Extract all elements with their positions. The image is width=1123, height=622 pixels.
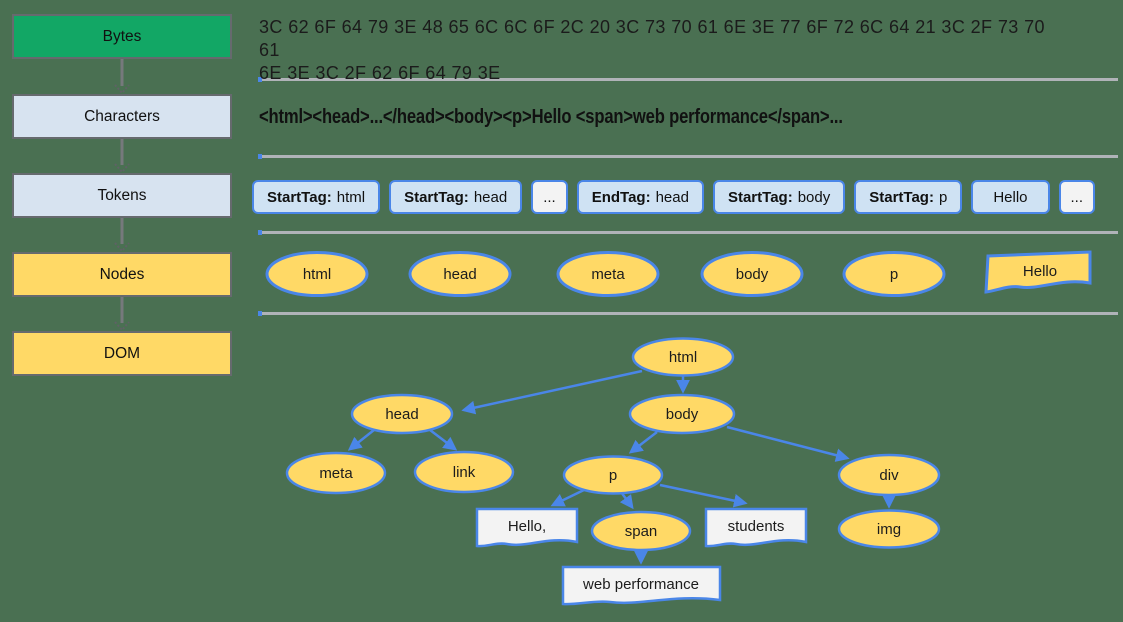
node-ellipse-body — [700, 251, 804, 297]
node-ellipse-html — [265, 251, 369, 297]
node-label-meta: meta — [591, 266, 625, 283]
pipeline-down-arrows — [114, 59, 130, 332]
node-ellipse-meta — [556, 251, 660, 297]
node-label-head: head — [443, 266, 476, 283]
token-hello: Hello — [971, 180, 1050, 214]
dom-node-img — [837, 509, 941, 549]
dom-tree: html head body meta link p div span img … — [285, 337, 941, 606]
bytes-hex-line-2: 6E 3E 3C 2F 62 6F 64 79 3E — [259, 63, 501, 83]
node-label-p: p — [890, 266, 898, 283]
dom-node-div-label: div — [879, 467, 899, 484]
nodes-row: html head meta body p Hello — [265, 250, 1092, 297]
characters-string: <html><head>...</head><body><p>Hello <sp… — [259, 106, 843, 128]
dom-textnode-web-performance-label: web performance — [582, 576, 699, 593]
pipeline-box-nodes: Nodes — [12, 252, 232, 297]
tokens-row: StartTag:html StartTag:head ... EndTag:h… — [252, 180, 1096, 214]
node-ellipse-p — [842, 251, 946, 297]
node-label-html: html — [303, 266, 331, 283]
pipeline-box-tokens: Tokens — [12, 173, 232, 218]
dom-node-meta-label: meta — [319, 465, 353, 482]
node-textflag-hello — [984, 250, 1092, 294]
dom-textnode-web-performance — [561, 565, 722, 606]
dom-node-meta — [285, 451, 387, 495]
dom-node-head — [350, 393, 454, 435]
node-label-hello: Hello — [1023, 263, 1057, 280]
dom-node-span — [590, 510, 692, 552]
dom-node-body — [628, 393, 736, 435]
bytes-hex-text: 3C 62 6F 64 79 3E 48 65 6C 6C 6F 2C 20 3… — [259, 16, 1059, 85]
dom-node-html — [631, 337, 735, 377]
token-starttag-body: StartTag:body — [712, 180, 846, 214]
token-endtag-head: EndTag:head — [576, 180, 704, 214]
separator-line — [258, 77, 1118, 82]
dom-textnode-hello — [475, 507, 579, 548]
token-ellipsis: ... — [531, 180, 568, 214]
node-label-body: body — [736, 266, 769, 283]
dom-node-head-label: head — [385, 406, 418, 423]
dom-textnode-hello-label: Hello, — [508, 518, 546, 535]
pipeline-box-characters-label: Characters — [84, 107, 160, 125]
pipeline-box-characters: Characters — [12, 94, 232, 139]
pipeline-box-tokens-label: Tokens — [97, 186, 147, 204]
token-starttag-p: StartTag:p — [854, 180, 963, 214]
pipeline-box-bytes-label: Bytes — [102, 27, 142, 45]
separator-line — [258, 311, 1118, 316]
dom-node-p-label: p — [609, 467, 617, 484]
separator-line — [258, 230, 1118, 235]
dom-tree-edges — [347, 369, 896, 565]
dom-textnode-students — [704, 507, 808, 548]
separator-line — [258, 154, 1118, 159]
dom-node-html-label: html — [669, 349, 697, 366]
dom-node-p — [562, 455, 664, 495]
pipeline-box-bytes: Bytes — [12, 14, 232, 59]
dom-node-body-label: body — [666, 406, 699, 423]
node-ellipse-head — [408, 251, 512, 297]
token-starttag-head: StartTag:head — [389, 180, 523, 214]
token-starttag-html: StartTag:html — [252, 180, 381, 214]
dom-textnode-students-label: students — [728, 518, 785, 535]
dom-node-div — [837, 453, 941, 497]
bytes-hex-line-1: 3C 62 6F 64 79 3E 48 65 6C 6C 6F 2C 20 3… — [259, 17, 1045, 60]
dom-node-link — [413, 450, 515, 494]
token-ellipsis: ... — [1058, 180, 1096, 214]
dom-node-span-label: span — [625, 523, 658, 540]
dom-node-link-label: link — [453, 464, 476, 481]
dom-node-img-label: img — [877, 521, 901, 538]
pipeline-box-dom: DOM — [12, 331, 232, 376]
pipeline-box-nodes-label: Nodes — [99, 265, 145, 283]
pipeline-box-dom-label: DOM — [103, 344, 141, 362]
